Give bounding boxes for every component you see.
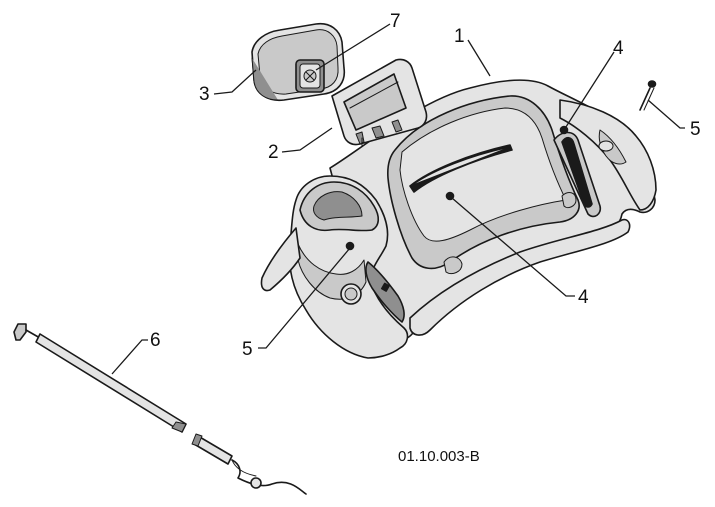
- callout-6: 6: [150, 330, 161, 351]
- bolt-right: [639, 80, 657, 111]
- frame-part: [331, 58, 428, 147]
- leader-lines: [111, 23, 685, 375]
- diagram-reference-code: 01.10.003-B: [398, 448, 480, 465]
- callout-1: 1: [454, 26, 465, 47]
- callout-5-right: 5: [690, 119, 701, 140]
- knob-part: [295, 59, 325, 93]
- main-cover-housing: [260, 79, 657, 359]
- callout-2: 2: [268, 142, 279, 163]
- rod-assembly: [13, 323, 307, 495]
- callout-7: 7: [390, 11, 401, 32]
- callout-4-upper: 4: [613, 38, 624, 59]
- callout-5-left: 5: [242, 339, 253, 360]
- callout-4-lower: 4: [578, 287, 589, 308]
- callout-3: 3: [199, 84, 210, 105]
